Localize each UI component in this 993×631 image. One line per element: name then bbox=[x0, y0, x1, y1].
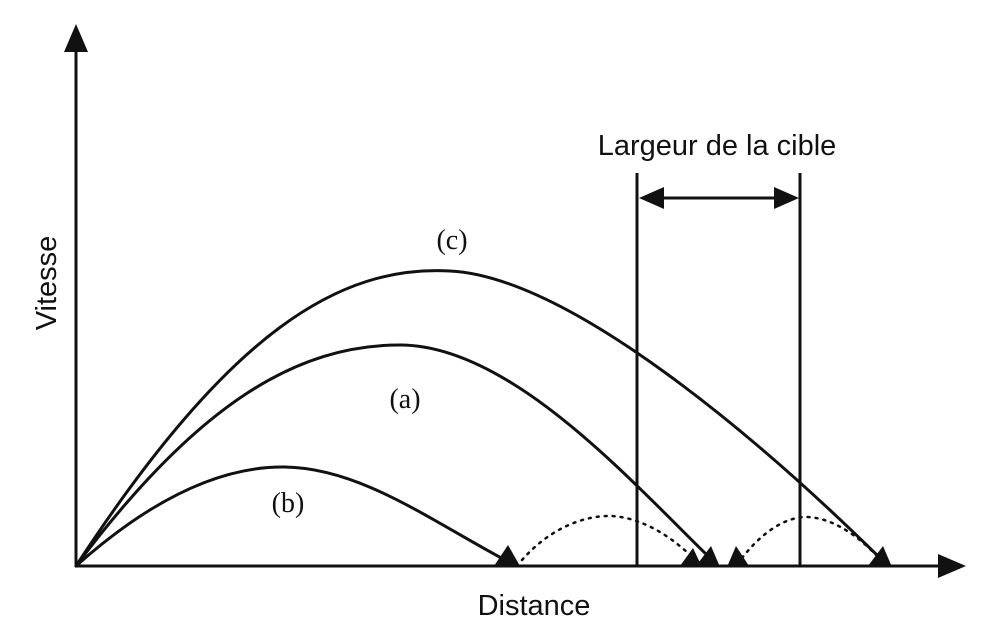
curve-b-label: (b) bbox=[272, 488, 305, 519]
target-width-right-arrowhead bbox=[774, 187, 799, 209]
curve-a bbox=[74, 343, 710, 568]
bounce-b-arrowhead bbox=[680, 548, 702, 567]
curve-b bbox=[74, 465, 507, 568]
x-axis-label: Distance bbox=[478, 590, 591, 622]
y-axis-arrowhead bbox=[64, 24, 88, 52]
curve-c-label: (c) bbox=[436, 225, 467, 256]
bounce-b-to-target bbox=[520, 514, 694, 562]
target-width-left-arrowhead bbox=[639, 187, 664, 209]
curve-a-label: (a) bbox=[389, 384, 420, 415]
x-axis-arrowhead bbox=[938, 554, 966, 578]
y-axis-label: Vitesse bbox=[31, 236, 63, 331]
target-width-label: Largeur de la cible bbox=[598, 130, 837, 162]
curve-c bbox=[74, 269, 882, 568]
curve-a-arrowhead bbox=[696, 546, 720, 567]
curve-b-arrowhead bbox=[494, 545, 520, 566]
bounce-a-to-c-end bbox=[740, 515, 880, 560]
curve-c-arrowhead bbox=[868, 546, 892, 567]
bounce-a-start-arrowhead bbox=[727, 546, 749, 567]
